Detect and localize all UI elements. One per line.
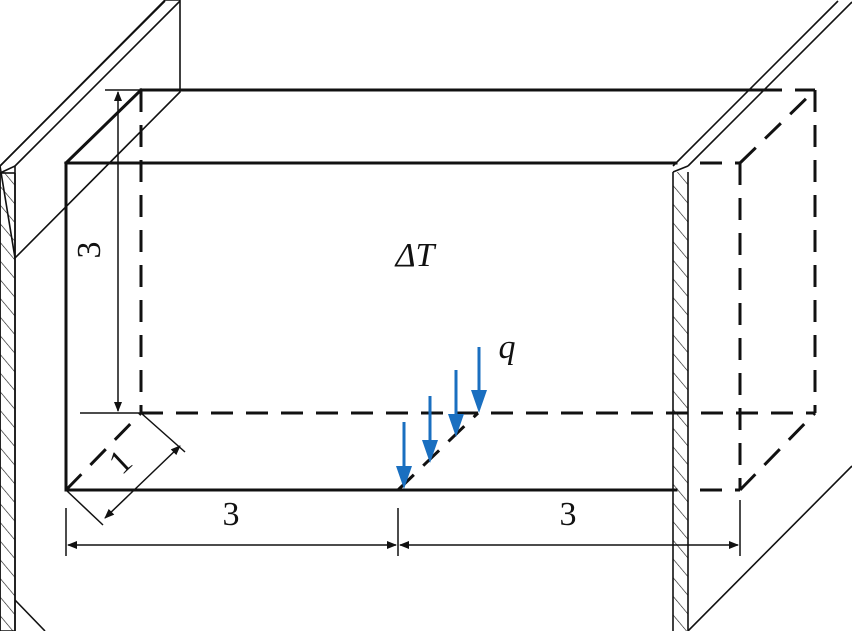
frame-dashed	[64, 88, 817, 492]
frame-solid	[63, 87, 762, 492]
load-arrow	[422, 396, 438, 463]
load-arrow	[396, 422, 412, 489]
delta-t-label: ΔT	[394, 237, 437, 274]
height-dimension	[80, 89, 141, 414]
depth-label: 1	[102, 443, 140, 482]
load-arrow	[471, 347, 487, 413]
right-span-label: 3	[560, 496, 577, 533]
height-label: 3	[71, 242, 108, 259]
load-arrows	[396, 347, 487, 489]
right-wall	[672, 0, 852, 631]
span-dimension	[65, 500, 741, 556]
load-label: q	[499, 329, 516, 366]
load-arrow	[448, 370, 464, 437]
left-wall	[0, 0, 181, 631]
depth-dimension	[65, 412, 186, 526]
left-span-label: 3	[223, 496, 240, 533]
